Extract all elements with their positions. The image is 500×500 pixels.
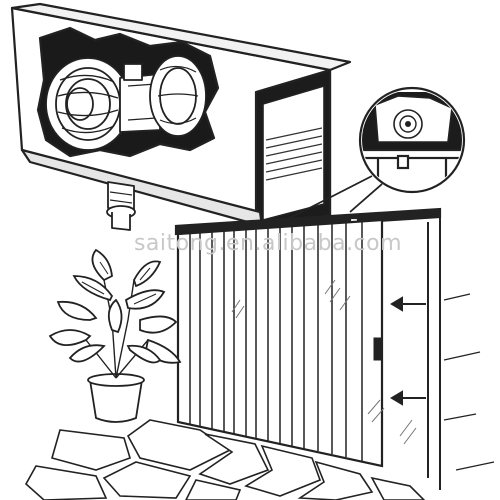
arrow-left-icon [390, 390, 426, 406]
potted-plant-icon [48, 248, 182, 423]
detail-magnifier [281, 86, 466, 223]
detail-leader-line-1 [281, 175, 373, 223]
glass-reflection [231, 279, 417, 445]
motion-arrows [390, 296, 426, 406]
track-channel-inner [262, 85, 325, 221]
floor-tiles [24, 419, 426, 500]
track-cutaway [10, 2, 352, 234]
track-rail-top-face [10, 2, 352, 72]
arrow-left-icon [390, 296, 426, 312]
roller-bearing-left [45, 57, 131, 151]
wall [427, 217, 495, 490]
detail-leader-line-2 [349, 183, 383, 213]
sliding-door [176, 218, 417, 468]
hanger-bolt [106, 181, 136, 231]
roller-bearing-right [149, 55, 207, 137]
watermark-text: saitong.en.alibaba.com [134, 231, 402, 256]
door-handle-icon [373, 337, 382, 361]
door-vertical-lines [189, 222, 363, 461]
plant-pot [88, 379, 144, 423]
